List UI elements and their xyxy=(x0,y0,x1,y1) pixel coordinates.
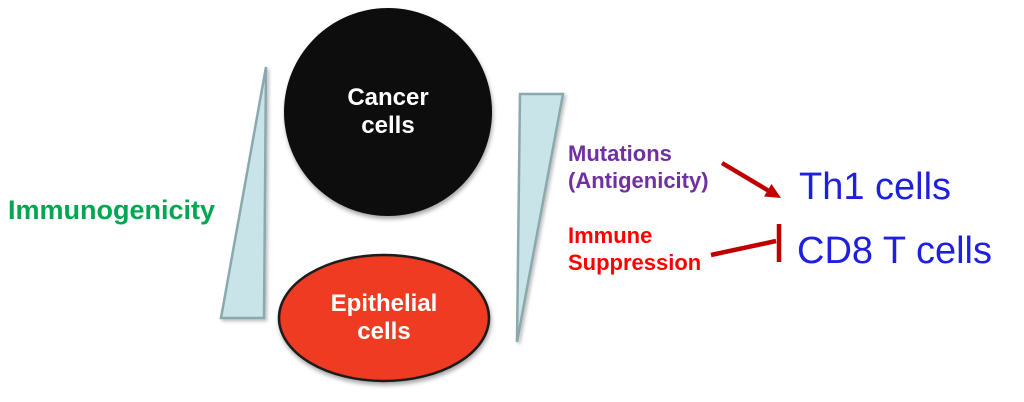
epithelial-cells-label-line2: cells xyxy=(357,318,411,345)
immune-suppression-label-line1: Immune xyxy=(568,223,653,248)
mutations-label-line1: Mutations xyxy=(568,141,672,166)
epithelial-cells-shape xyxy=(277,253,491,383)
mutations-label-line2: (Antigenicity) xyxy=(568,168,709,193)
cancer-cells-label-line1: Cancer xyxy=(347,84,429,111)
cancer-cells-label-line2: cells xyxy=(361,112,415,139)
activation-arrow-line xyxy=(720,161,771,193)
right-gradient-triangle xyxy=(515,92,565,343)
cancer-cells-shape xyxy=(284,8,492,216)
cancer-cells-label: Cancer cells xyxy=(282,84,494,140)
immunogenicity-label: Immunogenicity xyxy=(8,195,216,225)
immune-suppression-label-line2: Suppression xyxy=(568,250,702,275)
epithelial-cells-label-line1: Epithelial xyxy=(330,290,438,317)
immune-suppression-label: Immune Suppression xyxy=(568,222,701,276)
epithelial-cells-label: Epithelial cells xyxy=(279,290,489,346)
left-gradient-triangle xyxy=(219,66,268,320)
inhibition-line xyxy=(710,238,777,258)
activation-arrow-head xyxy=(764,184,781,198)
cd8-t-cells-label: CD8 T cells xyxy=(797,230,992,272)
mutations-antigenicity-label: Mutations (Antigenicity) xyxy=(568,140,709,194)
th1-cells-label: Th1 cells xyxy=(799,166,952,208)
